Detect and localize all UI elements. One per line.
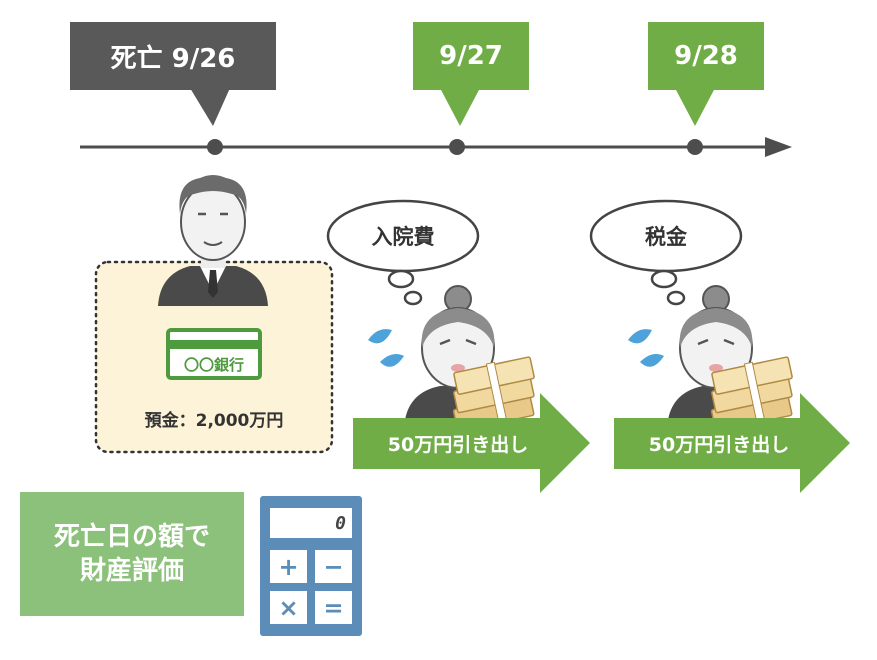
thought-bubble-1 <box>326 199 480 306</box>
calculator-display: 0 <box>335 512 346 534</box>
savings-balance: 預金：2,000万円 <box>144 410 284 431</box>
bubble-text-tax: 税金 <box>645 225 687 249</box>
callout-death <box>70 22 276 126</box>
withdrawal-arrow-1 <box>353 393 590 493</box>
evaluation-text: 死亡日の額で 財産評価 <box>20 492 244 616</box>
event-label-9-27: 9/27 <box>439 41 503 71</box>
withdrawal-label-1: 50万円引き出し <box>387 434 529 456</box>
callout-9-28 <box>648 22 764 126</box>
bubble-text-hospital: 入院費 <box>371 225 435 249</box>
deceased-man-icon <box>158 175 268 306</box>
event-label-9-28: 9/28 <box>674 41 738 71</box>
evaluation-line-1: 死亡日の額で <box>53 522 210 552</box>
event-label-death: 死亡 9/26 <box>110 43 236 74</box>
timeline-dot-3 <box>687 139 703 155</box>
money-stack-icon-1 <box>452 356 535 432</box>
calculator-key-equals: = <box>323 593 344 622</box>
evaluation-box <box>20 492 244 616</box>
evaluation-line-2: 財産評価 <box>79 556 184 586</box>
calculator-key-minus: − <box>323 552 344 581</box>
bank-card-icon <box>166 328 262 380</box>
timeline-dot-1 <box>207 139 223 155</box>
calculator-key-multiply: × <box>278 593 299 622</box>
calculator-key-plus: + <box>278 552 299 581</box>
withdrawal-arrow-2 <box>614 393 850 493</box>
sweat-drops-icon-1 <box>368 329 404 367</box>
callout-9-27 <box>413 22 529 126</box>
timeline-dot-2 <box>449 139 465 155</box>
sweat-drops-icon-2 <box>628 329 664 367</box>
bank-card-label: 〇〇銀行 <box>183 355 244 374</box>
money-stack-icon-2 <box>710 356 793 432</box>
calculator-icon <box>260 496 362 636</box>
thought-bubble-2 <box>589 199 743 306</box>
withdrawal-label-2: 50万円引き出し <box>648 434 790 456</box>
timeline-axis <box>80 137 792 157</box>
